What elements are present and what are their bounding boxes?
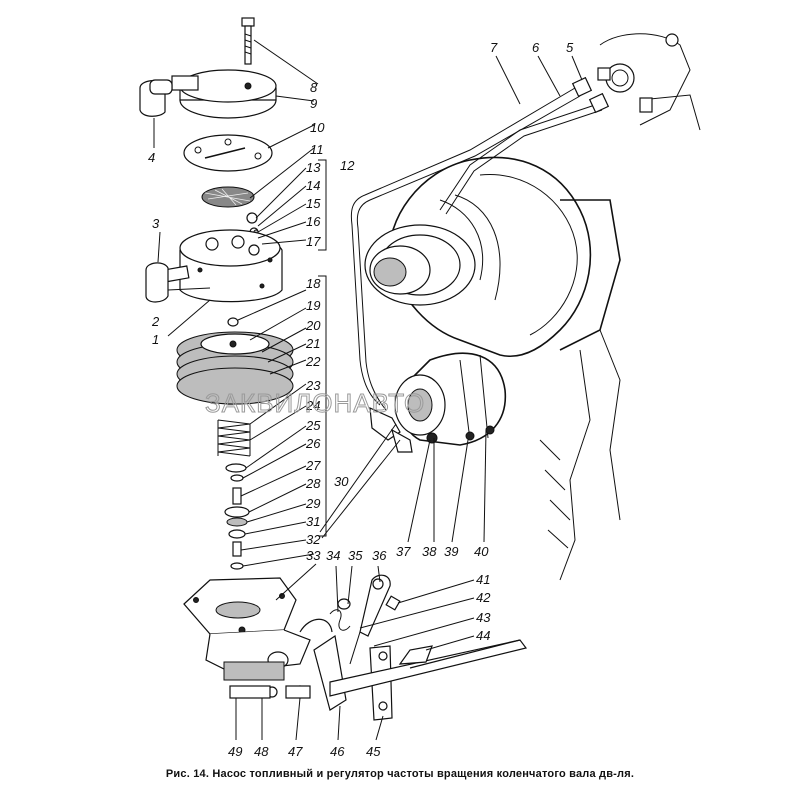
label-26: 26	[305, 436, 321, 451]
label-35: 35	[348, 548, 363, 563]
exploded-stack	[139, 17, 528, 721]
label-22: 22	[305, 354, 321, 369]
label-12: 12	[340, 158, 355, 173]
label-49: 49	[228, 744, 242, 759]
label-40: 40	[474, 544, 489, 559]
label-10: 10	[310, 120, 325, 135]
label-7: 7	[490, 40, 498, 55]
label-23: 23	[305, 378, 321, 393]
label-17: 17	[306, 234, 321, 249]
label-18: 18	[306, 276, 321, 291]
part-labels: 8 9 10 11 12 13 14 15 16 17 3 4 2 1 18 1…	[148, 40, 574, 759]
label-30: 30	[334, 474, 349, 489]
label-38: 38	[422, 544, 437, 559]
label-21: 21	[305, 336, 320, 351]
label-43: 43	[476, 610, 491, 625]
pump-head-17	[162, 229, 283, 303]
label-3: 3	[152, 216, 160, 231]
label-16: 16	[306, 214, 321, 229]
fitting-3	[145, 262, 169, 303]
label-45: 45	[366, 744, 381, 759]
label-9: 9	[310, 96, 317, 111]
label-32: 32	[306, 532, 321, 547]
label-20: 20	[305, 318, 321, 333]
watermark: ЗАКВИЛОНАВТО	[205, 388, 425, 418]
fitting-4	[139, 79, 173, 117]
spring-23	[217, 419, 251, 457]
lever-linkage	[229, 574, 528, 721]
label-46: 46	[330, 744, 345, 759]
label-1: 1	[152, 332, 159, 347]
label-6: 6	[532, 40, 540, 55]
fuel-pipes	[350, 67, 611, 411]
label-41: 41	[476, 572, 490, 587]
label-13: 13	[306, 160, 321, 175]
gasket-10	[183, 134, 273, 172]
label-47: 47	[288, 744, 303, 759]
label-27: 27	[305, 458, 321, 473]
label-48: 48	[254, 744, 269, 759]
label-42: 42	[476, 590, 491, 605]
label-36: 36	[372, 548, 387, 563]
bolt-8	[241, 17, 255, 65]
label-29: 29	[305, 496, 320, 511]
figure-caption: Рис. 14. Насос топливный и регулятор час…	[165, 768, 635, 780]
label-24: 24	[305, 398, 320, 413]
lower-housing-33	[183, 577, 311, 681]
label-4: 4	[148, 150, 155, 165]
label-5: 5	[566, 40, 574, 55]
label-28: 28	[305, 476, 321, 491]
label-19: 19	[306, 298, 320, 313]
diaphragm-stack-18-22	[176, 317, 294, 405]
engine-block	[364, 33, 701, 581]
leader-lines	[153, 39, 583, 741]
label-44: 44	[476, 628, 490, 643]
label-11: 11	[310, 142, 324, 157]
label-8: 8	[310, 80, 318, 95]
label-25: 25	[305, 418, 321, 433]
label-14: 14	[306, 178, 320, 193]
label-37: 37	[396, 544, 411, 559]
label-33: 33	[306, 548, 321, 563]
label-15: 15	[306, 196, 321, 211]
label-39: 39	[444, 544, 458, 559]
small-parts-25-32	[224, 463, 250, 570]
pump-cover-9	[171, 69, 277, 119]
filter-mesh-11	[201, 186, 255, 208]
fuel-pump-body	[369, 352, 507, 453]
label-31: 31	[306, 514, 320, 529]
label-2: 2	[151, 314, 160, 329]
label-34: 34	[326, 548, 340, 563]
